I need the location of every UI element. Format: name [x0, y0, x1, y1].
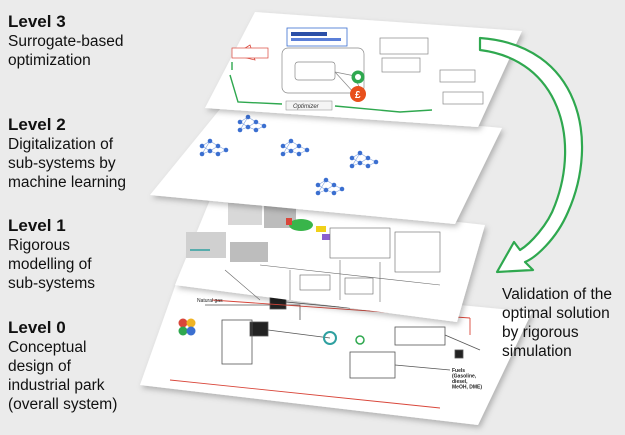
level-3-caption: Level 3 Surrogate-based optimization [8, 12, 123, 70]
svg-text:£: £ [355, 90, 361, 101]
level-2-sheet [150, 103, 502, 224]
currency-icon [350, 86, 366, 102]
level-3-description: Surrogate-based optimization [8, 33, 124, 69]
level-3-title: Level 3 [8, 12, 66, 31]
optimizer-label: Optimizer [293, 104, 320, 110]
validation-caption: Validation of the optimal solution by ri… [502, 286, 613, 360]
validation-arrow-icon [478, 36, 584, 274]
level-2-description: Digitalization of sub-systems by machine… [8, 136, 127, 191]
level-2-title: Level 2 [8, 115, 66, 134]
level-0-title: Level 0 [8, 318, 66, 337]
level-0-description: Conceptual design of industrial park (ov… [8, 339, 118, 413]
color-dots-icon [178, 318, 196, 336]
level-1-caption: Level 1 Rigorous modelling of sub-system… [8, 216, 95, 293]
level-3-sheet: £ Optimizer [205, 12, 522, 127]
level-2-caption: Level 2 Digitalization of sub-systems by… [8, 115, 126, 192]
level-1-description: Rigorous modelling of sub-systems [8, 237, 95, 292]
level-1-sheet [175, 195, 485, 322]
fuels-label: Fuels(Gasoline,diesel,MeOH, DME) [452, 368, 482, 391]
level-1-title: Level 1 [8, 216, 66, 235]
natural-gas-label: Natural gas [197, 298, 223, 304]
level-0-caption: Level 0 Conceptual design of industrial … [8, 318, 117, 414]
